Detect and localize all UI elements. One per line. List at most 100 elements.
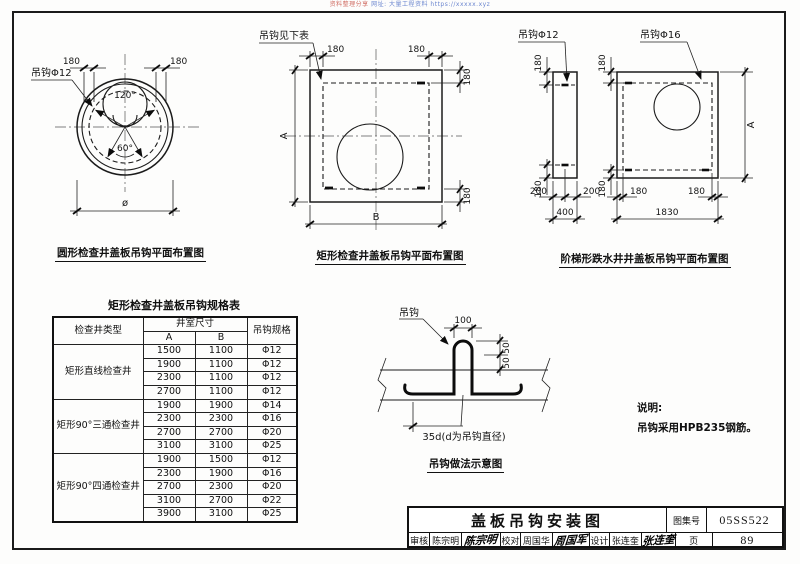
dim-35d-note: 35d(d为吊钩直径) bbox=[422, 430, 505, 443]
opening-circle bbox=[102, 81, 148, 127]
dim-B-label: B bbox=[373, 212, 380, 223]
cell-A: 2300 bbox=[142, 466, 196, 482]
reviewer-name: 陈宗明 bbox=[429, 533, 461, 548]
hook-see-table-label: 吊钩见下表 bbox=[259, 29, 309, 42]
rect-plan-caption: 矩形检查井盖板吊钩平面布置图 bbox=[305, 248, 475, 265]
dim-100: 100 bbox=[454, 316, 471, 326]
hook-phi12-label: 吊钩Φ12 bbox=[518, 29, 559, 41]
cell-B: 1100 bbox=[194, 371, 248, 386]
rect-plan-svg: 吊钩见下表 180 180 180 180 A bbox=[259, 29, 473, 230]
cover-outer-ring bbox=[76, 78, 174, 176]
circular-plan-svg: 120° 60° 180 180 吊钩Φ12 ø bbox=[31, 54, 200, 216]
cell-spec: Φ12 bbox=[246, 452, 298, 468]
dim-180: 180 bbox=[598, 180, 608, 197]
notes-block: 说明: 吊钩采用HPB235钢筋。 bbox=[637, 398, 757, 438]
well-type-label: 矩形直线检查井 bbox=[52, 344, 144, 400]
angle-120-label: 120° bbox=[114, 91, 136, 101]
notes-line-1: 吊钩采用HPB235钢筋。 bbox=[637, 422, 757, 434]
well-type-label: 矩形90°四通检查井 bbox=[52, 452, 144, 523]
circular-plan-caption: 圆形检查井盖板吊钩平面布置图 bbox=[48, 245, 213, 262]
col-header-A: A bbox=[142, 330, 196, 346]
spec-table-section: 矩形检查井盖板吊钩规格表 检查井类型 井室尺寸 吊钩规格 A B 矩形直线检查井… bbox=[52, 297, 299, 523]
dim-A-label: A bbox=[279, 132, 290, 139]
cell-A: 1900 bbox=[142, 452, 196, 468]
dim-180: 180 bbox=[463, 68, 473, 85]
cell-A: 2700 bbox=[142, 384, 196, 400]
hook-bar bbox=[403, 339, 523, 396]
checker-name: 周国华 bbox=[520, 533, 552, 548]
cell-B: 3100 bbox=[194, 439, 248, 454]
cover-slab-outline bbox=[309, 69, 443, 203]
dim-180: 180 bbox=[534, 54, 544, 71]
cell-A: 2300 bbox=[142, 371, 196, 386]
big-slab-outline bbox=[616, 71, 719, 179]
cell-spec: Φ14 bbox=[246, 398, 298, 414]
dim-200: 200 bbox=[583, 187, 600, 197]
dim-50: 50 bbox=[502, 342, 512, 354]
hook-detail-caption: 吊钩做法示意图 bbox=[398, 456, 533, 473]
design-label: 设计 bbox=[588, 533, 609, 548]
cell-A: 2300 bbox=[142, 412, 196, 427]
cell-A: 3100 bbox=[142, 493, 196, 509]
spec-table: 检查井类型 井室尺寸 吊钩规格 A B 矩形直线检查井 1500 1100 Φ1… bbox=[52, 316, 299, 523]
watermark-red-text: 资料整理分享 bbox=[329, 1, 369, 8]
col-header-well-type: 检查井类型 bbox=[52, 316, 144, 346]
atlas-number-label: 图集号 bbox=[666, 508, 706, 532]
page-number: 89 bbox=[711, 533, 782, 548]
review-label: 审核 bbox=[410, 536, 429, 547]
notes-heading: 说明: bbox=[637, 402, 663, 414]
cell-B: 1100 bbox=[194, 384, 248, 400]
cell-spec: Φ25 bbox=[246, 507, 298, 523]
checker-signature: 周国军 bbox=[553, 533, 588, 549]
cell-B: 2300 bbox=[194, 480, 248, 495]
well-type-label: 矩形90°三通检查井 bbox=[52, 398, 144, 454]
cell-B: 2700 bbox=[194, 425, 248, 441]
hook-phi16-label: 吊钩Φ16 bbox=[640, 29, 681, 41]
cell-A: 3100 bbox=[142, 439, 196, 454]
col-header-B: B bbox=[194, 330, 248, 346]
table-row: 矩形90°四通检查井 1900 1500 Φ12 bbox=[52, 452, 298, 523]
cell-spec: Φ12 bbox=[246, 371, 298, 386]
dim-180: 180 bbox=[598, 54, 608, 71]
reviewer-signature: 陈宗明 bbox=[463, 533, 498, 549]
title-block: 盖板吊钩安装图 图集号 05SS522 审核 陈宗明 陈宗明 校对 周国华 周国… bbox=[407, 506, 784, 549]
cell-spec: Φ22 bbox=[246, 493, 298, 509]
dim-A-label: A bbox=[746, 121, 757, 128]
cell-B: 2300 bbox=[194, 412, 248, 427]
designer-signature: 张连奎 bbox=[640, 533, 676, 549]
designer-name: 张连奎 bbox=[609, 533, 641, 548]
cell-spec: Φ12 bbox=[246, 384, 298, 400]
stepped-plan-caption: 阶梯形跌水井井盖板吊钩平面布置图 bbox=[552, 251, 737, 268]
col-header-hook-spec: 吊钩规格 bbox=[246, 316, 298, 346]
hook-phi12-label: 吊钩Φ12 bbox=[31, 67, 72, 79]
dim-180: 180 bbox=[534, 180, 544, 197]
table-row: 矩形90°三通检查井 1900 1900 Φ14 bbox=[52, 398, 298, 454]
dim-180-top-left: 180 bbox=[63, 57, 80, 67]
dim-diameter-label: ø bbox=[122, 198, 128, 209]
dim-400: 400 bbox=[556, 208, 573, 218]
dim-1830: 1830 bbox=[656, 208, 679, 218]
cell-B: 1500 bbox=[194, 452, 248, 468]
table-row: 矩形直线检查井 1500 1100 Φ12 bbox=[52, 344, 298, 400]
col-header-chamber-size: 井室尺寸 bbox=[142, 316, 248, 332]
cell-spec: Φ20 bbox=[246, 425, 298, 441]
opening-circle bbox=[653, 83, 701, 131]
angle-60-label: 60° bbox=[117, 144, 133, 154]
dim-180: 180 bbox=[688, 187, 705, 197]
hook-detail-svg: 100 50 50 吊钩 35d(d为吊钩直径) bbox=[377, 307, 551, 443]
dim-180: 180 bbox=[630, 187, 647, 197]
dim-180-top-right: 180 bbox=[170, 57, 187, 67]
dim-180: 180 bbox=[408, 45, 425, 55]
narrow-slab-outline bbox=[552, 71, 578, 179]
cell-spec: Φ16 bbox=[246, 466, 298, 482]
cell-spec: Φ20 bbox=[246, 480, 298, 495]
cell-A: 1900 bbox=[142, 357, 196, 373]
drawing-title: 盖板吊钩安装图 bbox=[470, 511, 604, 530]
stepped-plan-svg: 吊钩Φ12 吊钩Φ16 180 180 bbox=[518, 29, 757, 224]
